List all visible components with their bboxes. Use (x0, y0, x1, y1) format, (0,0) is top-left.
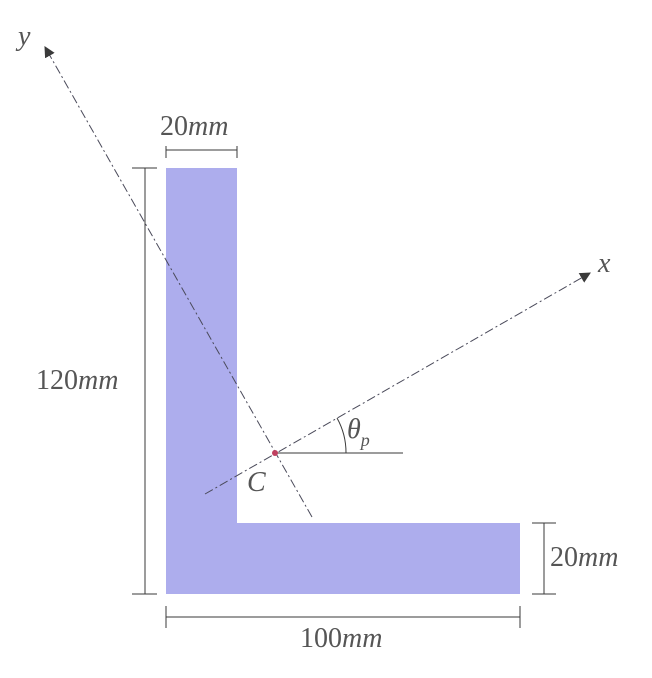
centroid-marker (272, 450, 278, 456)
l-section-shape (166, 168, 520, 594)
dimension-top-width-label: 20mm (160, 111, 228, 142)
x-axis-label: x (597, 248, 611, 279)
dimension-leg-thickness: 20mm (532, 522, 618, 595)
angle-arc (336, 417, 347, 454)
dimension-total-height-label: 120mm (36, 365, 118, 396)
principal-y-axis (44, 46, 313, 518)
dimension-total-width-label: 100mm (300, 623, 382, 654)
dimension-total-height: 120mm (36, 167, 157, 595)
dimension-leg-thickness-label: 20mm (550, 542, 618, 573)
principal-x-axis (204, 272, 591, 495)
y-axis-label: y (15, 21, 31, 52)
dimension-total-width: 100mm (165, 606, 521, 654)
dimension-top-width: 20mm (160, 111, 238, 158)
centroid-label: C (247, 467, 266, 498)
angle-label: θp (347, 414, 370, 450)
